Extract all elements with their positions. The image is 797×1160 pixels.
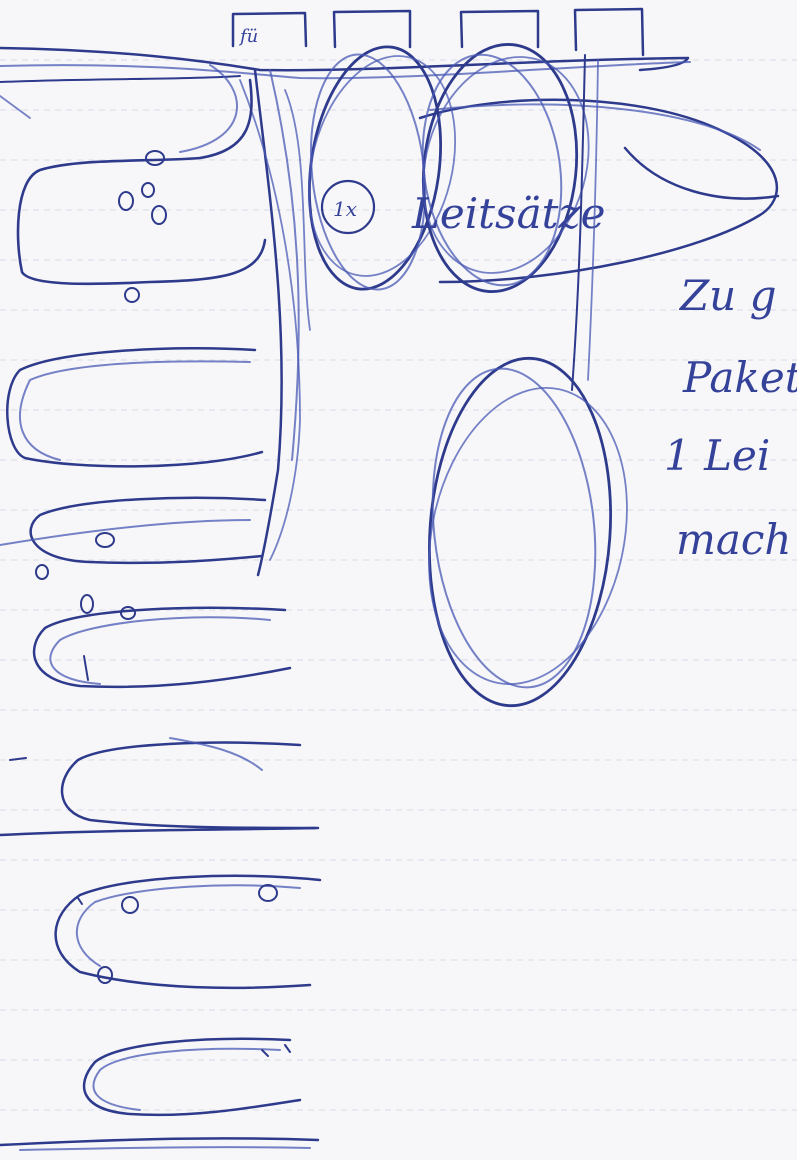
circle-label: 1x xyxy=(333,197,357,221)
box-label: fü xyxy=(238,26,258,47)
stacked-loops xyxy=(0,348,320,1150)
side-note: Zu g Paket 1 Lei mach xyxy=(664,271,797,564)
center-label: Leitsätze xyxy=(411,189,606,238)
side-note-line-3: 1 Lei xyxy=(664,431,770,480)
top-boxes: fü xyxy=(233,9,643,55)
side-note-line-1: Zu g xyxy=(678,271,776,320)
side-note-line-4: mach xyxy=(676,515,791,564)
paper-rules xyxy=(0,60,797,1110)
rounded-box xyxy=(18,65,265,302)
side-note-line-2: Paket xyxy=(682,353,797,402)
